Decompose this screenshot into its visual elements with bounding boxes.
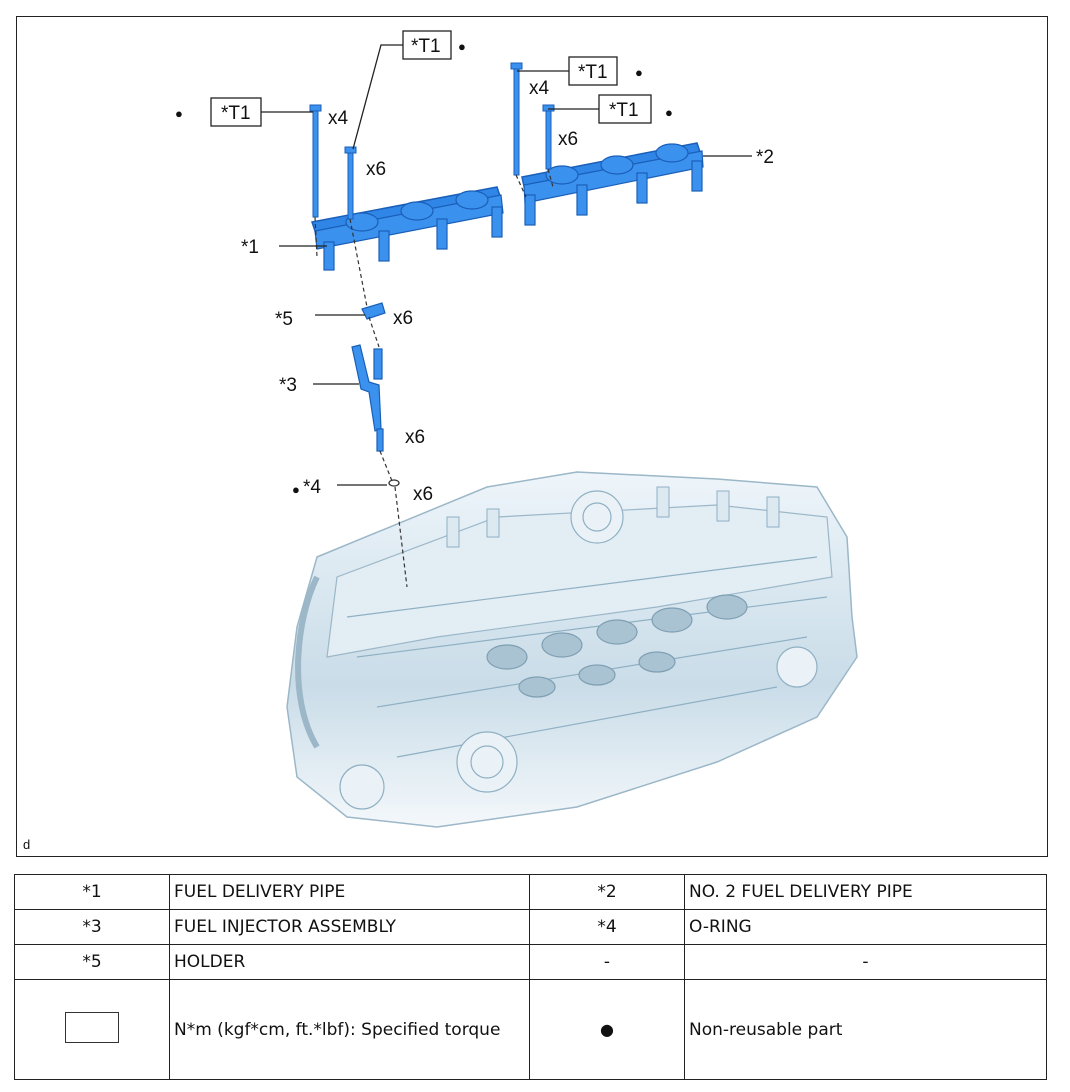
torque-box-3 — [568, 56, 618, 86]
holder-5 — [361, 302, 386, 320]
torque-box-4 — [598, 94, 652, 124]
fuel-injector-3 — [351, 344, 384, 452]
legend-key: *1 — [14, 874, 170, 910]
assembly-lines — [314, 168, 554, 588]
torque-box-icon — [65, 1011, 119, 1043]
torque-box-1 — [210, 97, 262, 127]
diagram-canvas: *T1 *T1 *T1 *T1 ● ● ● ● ● x4 x6 x4 x6 x6… — [175, 30, 858, 828]
legend-key: - — [529, 944, 685, 980]
legend-desc: O-RING — [684, 909, 1047, 945]
table-row: *3 FUEL INJECTOR ASSEMBLY *4 O-RING — [14, 909, 1047, 945]
torque-label-3: *T1 — [578, 62, 608, 83]
legend-key: *4 — [529, 909, 685, 945]
qty-x6-label-1: x6 — [366, 159, 386, 180]
nonreusable-dot-4: ● — [665, 105, 673, 120]
qty-x6-label-holder: x6 — [393, 308, 413, 329]
table-row: *5 HOLDER - - — [14, 944, 1047, 980]
parts-legend-table: *1 FUEL DELIVERY PIPE *2 NO. 2 FUEL DELI… — [14, 874, 1047, 1080]
engine-cylinder-head — [286, 471, 858, 828]
fuel-delivery-pipe-1 — [311, 186, 504, 271]
torque-label-1: *T1 — [221, 103, 251, 124]
nonreusable-dot-1: ● — [175, 106, 183, 121]
nonreusable-dot-5: ● — [292, 482, 300, 497]
qty-x4-label-2: x4 — [529, 78, 550, 99]
o-ring-4 — [388, 479, 400, 487]
callout-2: *2 — [756, 147, 774, 168]
callout-4: *4 — [303, 477, 321, 498]
torque-symbol-desc: N*m (kgf*cm, ft.*lbf): Specified torque — [169, 979, 530, 1080]
legend-desc: FUEL DELIVERY PIPE — [169, 874, 530, 910]
qty-x4-label-1: x4 — [328, 108, 349, 129]
legend-key: *2 — [529, 874, 685, 910]
callout-3: *3 — [279, 375, 297, 396]
nonreusable-dot-icon: ● — [600, 1019, 614, 1039]
torque-boxes — [210, 30, 652, 127]
legend-key: *5 — [14, 944, 170, 980]
torque-box-2 — [402, 30, 452, 60]
legend-desc: HOLDER — [169, 944, 530, 980]
table-row: *1 FUEL DELIVERY PIPE *2 NO. 2 FUEL DELI… — [14, 874, 1047, 910]
figure-code: d — [23, 837, 31, 852]
torque-label-4: *T1 — [609, 100, 639, 121]
qty-x6-label-oring: x6 — [413, 484, 433, 505]
exploded-view-figure: *T1 *T1 *T1 *T1 ● ● ● ● ● x4 x6 x4 x6 x6… — [16, 16, 1048, 857]
legend-desc: FUEL INJECTOR ASSEMBLY — [169, 909, 530, 945]
torque-label-2: *T1 — [411, 36, 441, 57]
fuel-delivery-pipe-2 — [521, 142, 704, 226]
qty-x6-label-2: x6 — [558, 129, 578, 150]
table-row: N*m (kgf*cm, ft.*lbf): Specified torque … — [14, 979, 1047, 1080]
nonreusable-symbol-cell: ● — [529, 979, 685, 1080]
legend-key: *3 — [14, 909, 170, 945]
bolts — [309, 62, 555, 220]
nonreusable-symbol-desc: Non-reusable part — [684, 979, 1047, 1080]
qty-x6-label-injector: x6 — [405, 427, 425, 448]
callout-5: *5 — [275, 309, 293, 330]
nonreusable-dot-2: ● — [458, 39, 466, 54]
callout-1: *1 — [241, 237, 259, 258]
torque-symbol-cell — [14, 979, 170, 1080]
nonreusable-dot-3: ● — [635, 65, 643, 80]
legend-desc: - — [684, 944, 1047, 980]
legend-desc: NO. 2 FUEL DELIVERY PIPE — [684, 874, 1047, 910]
leader-lines — [261, 44, 752, 486]
